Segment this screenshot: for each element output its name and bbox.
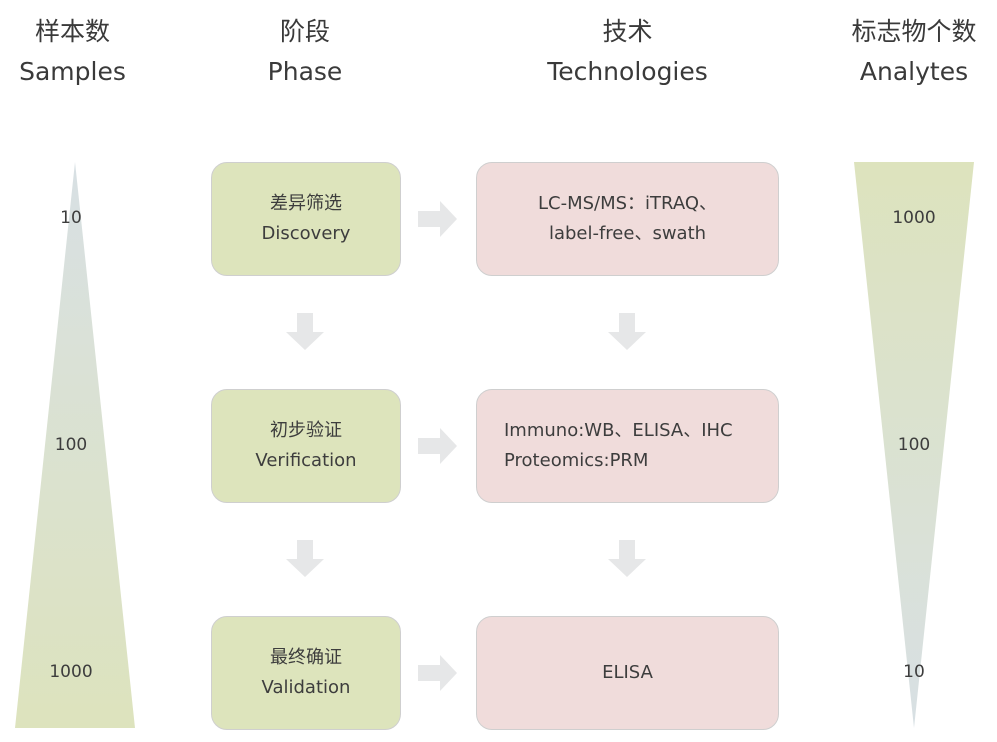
- tech-validation: ELISA: [476, 616, 779, 730]
- arrow-right-icon: [418, 428, 457, 464]
- arrow-right-icon: [418, 201, 457, 237]
- arrow-down-icon: [608, 313, 646, 350]
- arrow-right-icon: [418, 655, 457, 691]
- arrow-down-icon: [608, 540, 646, 577]
- analyte-count: 10: [903, 662, 925, 682]
- samples-triangle: [15, 162, 135, 728]
- arrow-down-icon: [286, 313, 324, 350]
- analyte-count: 100: [897, 435, 931, 455]
- analyte-count: 1000: [892, 208, 936, 228]
- sample-count: 1000: [49, 662, 93, 682]
- analytes-triangle: [854, 162, 974, 728]
- sample-count: 10: [60, 208, 82, 228]
- tech-discovery: LC-MS/MS：iTRAQ、label-free、swath: [476, 162, 779, 276]
- sample-count: 100: [54, 435, 88, 455]
- arrow-down-icon: [286, 540, 324, 577]
